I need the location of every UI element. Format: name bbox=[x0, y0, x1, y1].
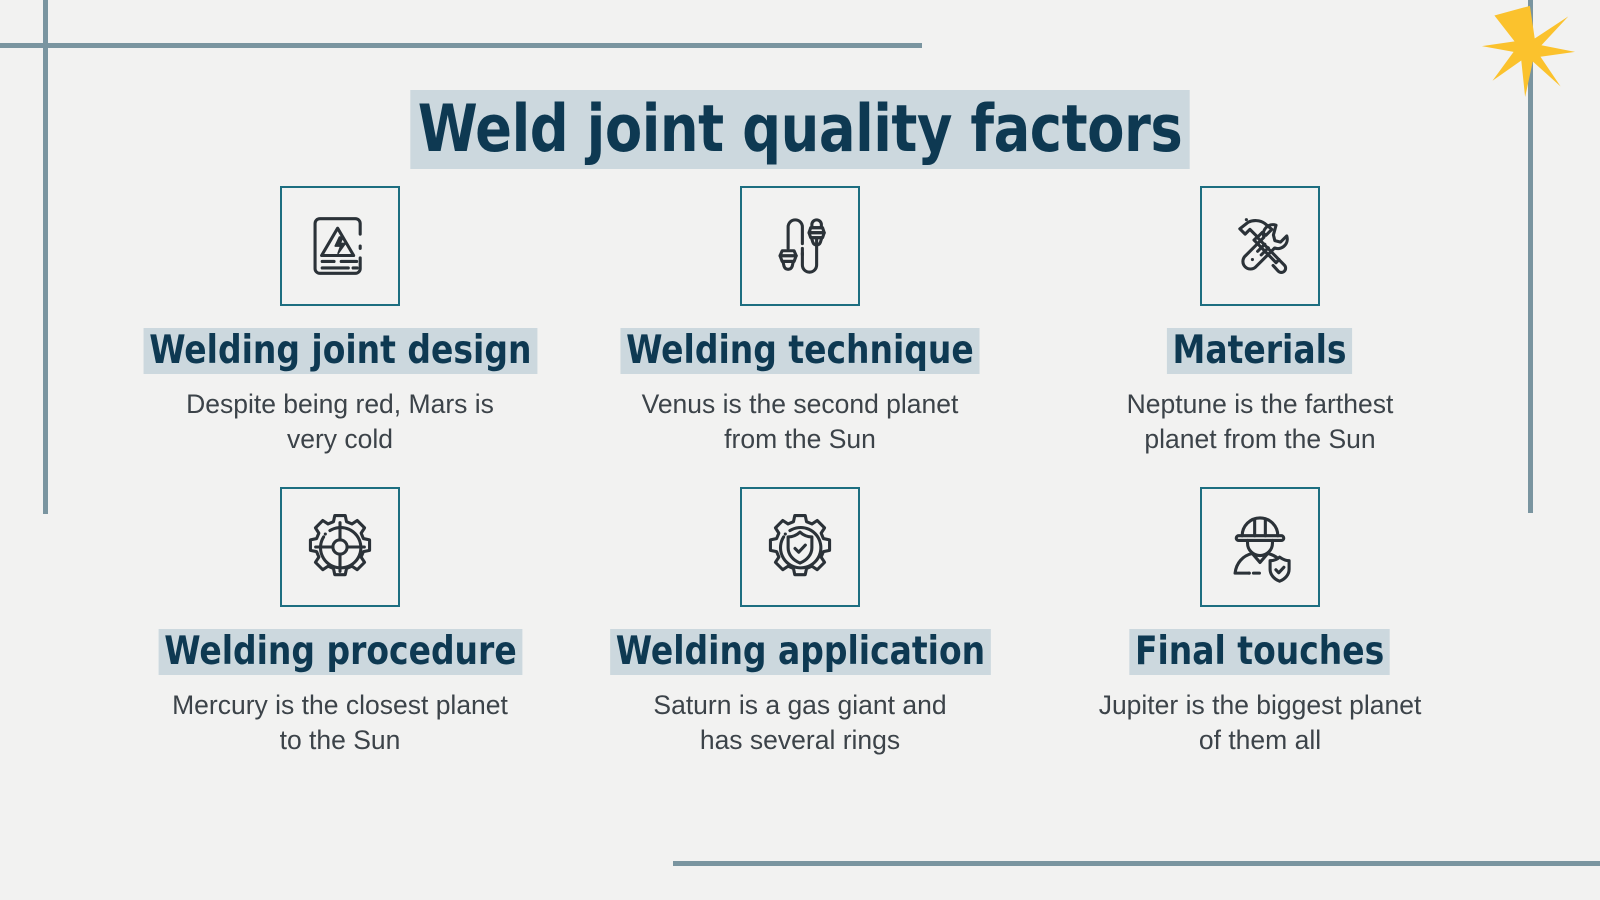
horizontal-rule-bottom bbox=[673, 861, 1600, 866]
vertical-rule-right bbox=[1528, 0, 1533, 513]
vertical-rule-left bbox=[43, 0, 48, 514]
gear-shield-check-icon bbox=[762, 509, 838, 585]
icon-frame-3 bbox=[1200, 186, 1320, 306]
electrical-hazard-document-icon bbox=[302, 208, 378, 284]
factor-heading-2: Welding technique bbox=[620, 328, 980, 374]
factor-card-2[interactable]: Welding technique Venus is the second pl… bbox=[570, 186, 1030, 457]
star-sparkle-icon bbox=[1479, 2, 1577, 98]
horizontal-rule-top bbox=[0, 43, 922, 48]
icon-frame-4 bbox=[280, 487, 400, 608]
factor-body-2: Venus is the second planet from the Sun bbox=[641, 388, 959, 454]
icon-frame-6 bbox=[1200, 487, 1320, 608]
page-title: Weld joint quality factors bbox=[410, 90, 1190, 170]
factor-card-3[interactable]: Materials Neptune is the farthest planet… bbox=[1030, 186, 1490, 457]
factors-grid: Welding joint design Despite being red, … bbox=[110, 186, 1490, 758]
factor-body-4: Mercury is the closest planet to the Sun bbox=[172, 689, 508, 756]
factor-body-5: Saturn is a gas giant and has several ri… bbox=[653, 689, 947, 756]
factor-card-4[interactable]: Welding procedure Mercury is the closest… bbox=[110, 487, 570, 758]
factor-card-5[interactable]: Welding application Saturn is a gas gian… bbox=[570, 487, 1030, 758]
factor-card-6[interactable]: Final touches Jupiter is the biggest pla… bbox=[1030, 487, 1490, 758]
hammer-wrench-icon bbox=[1222, 208, 1298, 284]
factor-card-1[interactable]: Welding joint design Despite being red, … bbox=[110, 186, 570, 457]
icon-frame-1 bbox=[280, 186, 400, 306]
factor-heading-6: Final touches bbox=[1129, 629, 1391, 675]
factor-body-1: Despite being red, Mars is very cold bbox=[186, 388, 494, 454]
factor-heading-5: Welding application bbox=[609, 629, 991, 675]
factor-body-3: Neptune is the farthest planet from the … bbox=[1126, 388, 1394, 454]
icon-frame-5 bbox=[740, 487, 860, 608]
worker-helmet-shield-icon bbox=[1222, 509, 1298, 585]
factor-body-6: Jupiter is the biggest planet of them al… bbox=[1098, 689, 1422, 756]
gear-target-icon bbox=[302, 509, 378, 585]
factor-heading-1: Welding joint design bbox=[143, 328, 537, 374]
factor-heading-4: Welding procedure bbox=[158, 629, 522, 675]
page-title-row: Weld joint quality factors bbox=[0, 90, 1600, 170]
icon-frame-2 bbox=[740, 186, 860, 306]
earplugs-icon bbox=[762, 208, 838, 284]
factor-heading-3: Materials bbox=[1167, 328, 1353, 374]
